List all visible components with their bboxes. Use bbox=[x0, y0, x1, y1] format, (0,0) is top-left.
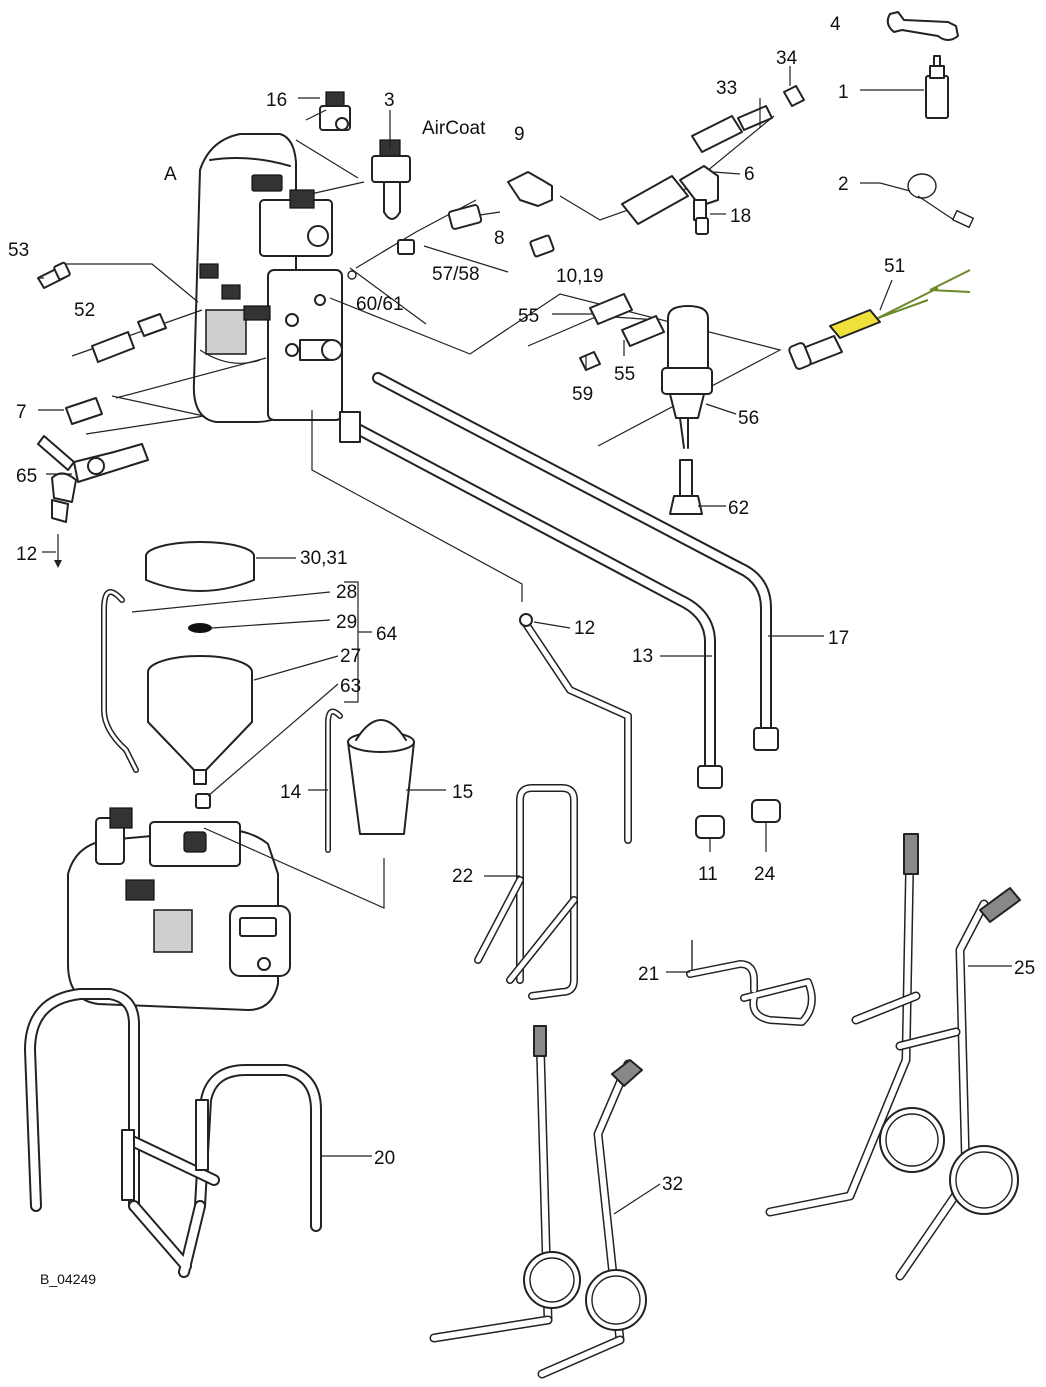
callout-20: 20 bbox=[374, 1148, 395, 1169]
callout-12a: 12 bbox=[16, 544, 37, 565]
return-hose-13 bbox=[339, 411, 723, 789]
cup-15 bbox=[347, 719, 415, 835]
tube-28 bbox=[101, 589, 139, 773]
callout-21: 21 bbox=[638, 964, 659, 985]
callout-30-31: 30,31 bbox=[300, 548, 348, 569]
fitting-9 bbox=[507, 171, 553, 207]
callout-8: 8 bbox=[494, 228, 505, 249]
callout-62: 62 bbox=[728, 498, 749, 519]
fitting-55a bbox=[589, 293, 633, 325]
fitting-7 bbox=[65, 397, 103, 425]
fitting-55b bbox=[621, 315, 665, 347]
regulator-16-part bbox=[319, 91, 351, 131]
tube-14 bbox=[325, 708, 343, 853]
valve-65 bbox=[37, 435, 149, 523]
bracket-21 bbox=[686, 940, 816, 1026]
callout-53: 53 bbox=[8, 240, 29, 261]
cable-part bbox=[879, 173, 974, 229]
callout-10-19: 10,19 bbox=[556, 266, 604, 287]
callout-60-61: 60/61 bbox=[356, 294, 404, 315]
filter-56-part bbox=[661, 305, 713, 449]
callout-57-58: 57/58 bbox=[432, 264, 480, 285]
callout-7: 7 bbox=[16, 402, 27, 423]
hose-33 bbox=[691, 105, 773, 153]
frame-22 bbox=[474, 784, 578, 1000]
lower-unit bbox=[67, 807, 385, 1011]
label-unit-a: A bbox=[164, 164, 177, 185]
callout-34: 34 bbox=[776, 48, 798, 69]
lid-30-31 bbox=[145, 541, 255, 592]
callout-17: 17 bbox=[828, 628, 849, 649]
callout-56: 56 bbox=[738, 408, 759, 429]
frame-20 bbox=[24, 988, 322, 1278]
spray-gun-6 bbox=[621, 165, 719, 225]
wrench-part bbox=[886, 11, 959, 41]
suction-hose-17 bbox=[372, 372, 779, 751]
oil-bottle-part bbox=[925, 55, 949, 119]
callout-15: 15 bbox=[452, 782, 473, 803]
callout-55a: 55 bbox=[518, 306, 539, 327]
callout-18: 18 bbox=[730, 206, 751, 227]
main-unit-a bbox=[192, 133, 343, 423]
fitting-52 bbox=[91, 313, 167, 363]
callout-29: 29 bbox=[336, 612, 357, 633]
callout-3: 3 bbox=[384, 90, 395, 111]
fitting-57-58 bbox=[397, 239, 415, 255]
callout-9: 9 bbox=[514, 124, 525, 145]
fitting-10-19 bbox=[529, 234, 555, 258]
fitting-59 bbox=[579, 351, 601, 371]
callout-64: 64 bbox=[376, 624, 398, 645]
label-aircoat: AirCoat bbox=[422, 118, 486, 139]
hopper-27 bbox=[147, 655, 253, 785]
callout-63: 63 bbox=[340, 676, 361, 697]
cart-32 bbox=[429, 1025, 647, 1379]
fitting-53 bbox=[37, 261, 71, 289]
callout-14: 14 bbox=[280, 782, 302, 803]
fitting-8 bbox=[447, 204, 483, 230]
figure-id: B_04249 bbox=[40, 1271, 96, 1287]
callout-11: 11 bbox=[698, 864, 718, 885]
part-11 bbox=[695, 815, 725, 839]
fitting-34 bbox=[783, 85, 805, 107]
callout-12b: 12 bbox=[574, 618, 595, 639]
tube-62-part bbox=[669, 459, 703, 515]
cart-25 bbox=[765, 833, 1021, 1281]
callout-25: 25 bbox=[1014, 958, 1035, 979]
seal-29 bbox=[188, 623, 212, 633]
callout-52: 52 bbox=[74, 300, 95, 321]
fitting-18 bbox=[695, 217, 709, 235]
callout-51: 51 bbox=[884, 256, 905, 277]
callout-33: 33 bbox=[716, 78, 737, 99]
callout-1: 1 bbox=[838, 82, 849, 103]
callout-27: 27 bbox=[340, 646, 361, 667]
filter-regulator-3-part bbox=[371, 139, 411, 220]
fitting-63 bbox=[195, 793, 211, 809]
callout-28: 28 bbox=[336, 582, 357, 603]
part-24 bbox=[751, 799, 781, 823]
fitting-60-61 bbox=[347, 270, 357, 280]
probe-part bbox=[788, 269, 971, 370]
callout-32: 32 bbox=[662, 1174, 683, 1195]
callout-24: 24 bbox=[754, 864, 776, 885]
callout-2: 2 bbox=[838, 174, 849, 195]
callout-55b: 55 bbox=[614, 364, 635, 385]
callout-65: 65 bbox=[16, 466, 37, 487]
callout-59: 59 bbox=[572, 384, 593, 405]
callout-16: 16 bbox=[266, 90, 287, 111]
callout-4: 4 bbox=[830, 14, 841, 35]
hose-12 bbox=[519, 613, 632, 844]
callout-6: 6 bbox=[744, 164, 755, 185]
callout-13: 13 bbox=[632, 646, 653, 667]
callout-22: 22 bbox=[452, 866, 473, 887]
